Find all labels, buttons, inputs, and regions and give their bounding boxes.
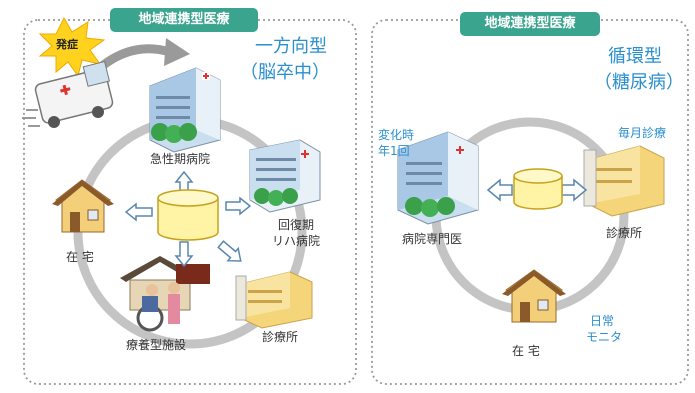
ambulance-icon — [22, 60, 114, 128]
left-panel-tab: 地域連携型医療 — [110, 8, 258, 32]
right-panel-title-line1: 循環型 — [608, 46, 662, 67]
right-home-icon — [502, 269, 566, 323]
right-home-label: 在 宅 — [512, 344, 540, 358]
specialist-hospital-icon — [397, 131, 479, 225]
left-clinic-label: 診療所 — [262, 330, 299, 344]
home-note-line2: モニタ — [586, 330, 623, 344]
rehab-hospital-icon — [249, 139, 321, 213]
acute-hospital-icon — [149, 67, 221, 153]
right-panel-tab: 地域連携型医療 — [460, 12, 600, 36]
left-home-icon — [52, 179, 114, 233]
onset-label: 発症 — [56, 38, 78, 51]
left-panel-title-line2: （脳卒中） — [240, 62, 330, 83]
clinic-note: 毎月診療 — [618, 126, 667, 140]
rehab-hospital-label-line2: リハ病院 — [272, 234, 321, 248]
acute-hospital-label: 急性期病院 — [150, 152, 211, 166]
care-facility-icon — [120, 256, 210, 332]
right-panel-title-line2: （糖尿病） — [594, 72, 684, 93]
left-database-icon — [157, 189, 219, 241]
left-panel-title-line1: 一方向型 — [255, 36, 327, 57]
left-home-label: 在 宅 — [66, 250, 94, 264]
right-clinic-label: 診療所 — [606, 226, 643, 240]
specialist-note-line2: 年1回 — [378, 144, 410, 158]
home-note-line1: 日常 — [590, 314, 615, 328]
rehab-hospital-label-line1: 回復期 — [278, 218, 315, 232]
care-facility-label: 療養型施設 — [126, 338, 187, 352]
specialist-label: 病院専門医 — [402, 232, 463, 246]
left-clinic-icon — [235, 271, 313, 329]
right-clinic-icon — [583, 145, 665, 217]
right-database-icon — [513, 168, 563, 210]
specialist-note-line1: 変化時 — [378, 128, 415, 142]
